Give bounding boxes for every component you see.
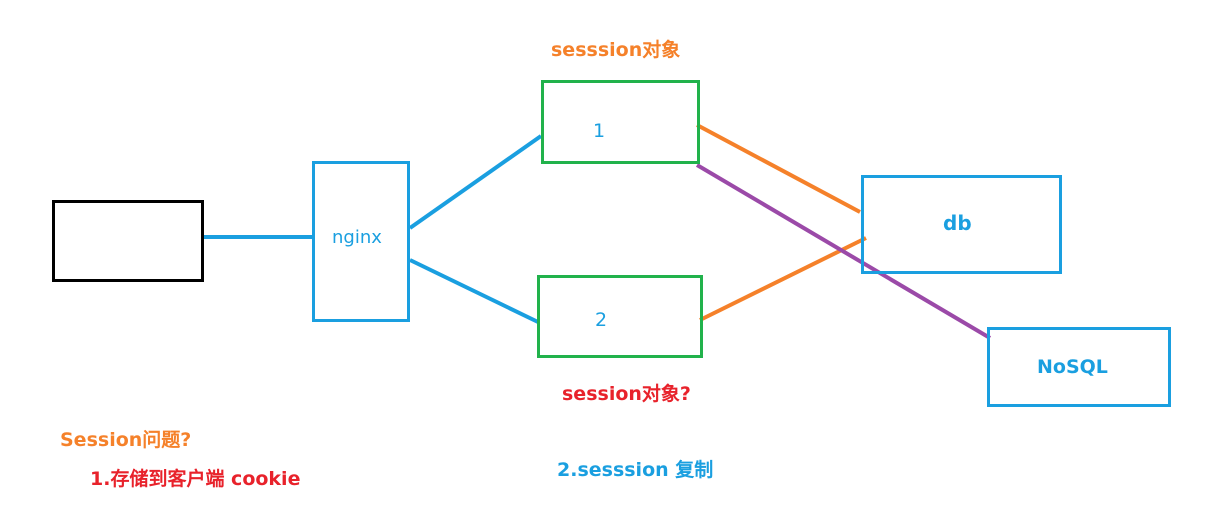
- server2-box: [537, 275, 703, 358]
- solution-replication-label: 2.sesssion 复制: [557, 459, 714, 481]
- session-object-top-label: sesssion对象: [551, 39, 681, 61]
- session-object-question-label: session对象?: [562, 383, 691, 405]
- db-box: [861, 175, 1062, 274]
- nginx-box: [312, 161, 410, 322]
- server2-label: 2: [595, 309, 608, 331]
- server1-label: 1: [593, 120, 606, 142]
- db-label: db: [943, 211, 972, 235]
- server1-db-link: [696, 123, 861, 214]
- nosql-box: [987, 327, 1171, 407]
- server1-box: [541, 80, 700, 164]
- solution-cookie-label: 1.存储到客户端 cookie: [90, 468, 301, 490]
- nosql-label: NoSQL: [1037, 356, 1108, 378]
- client-box: [52, 200, 204, 282]
- nginx-server1-link: [408, 134, 543, 230]
- server1-nosql-link: [695, 163, 992, 340]
- nginx-server2-link: [409, 258, 539, 324]
- server2-db-link: [699, 236, 867, 322]
- nginx-label: nginx: [332, 227, 382, 248]
- session-problem-label: Session问题?: [60, 429, 192, 451]
